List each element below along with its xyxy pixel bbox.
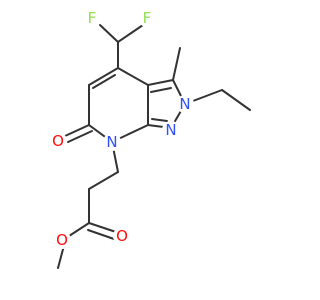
bond-c4-c5-double (92, 74, 116, 89)
bonds (57, 24, 251, 269)
bond-c-o-ester (65, 222, 90, 239)
fluorine-label-right: F (143, 9, 152, 27)
bond-chain-1 (88, 171, 119, 190)
bond-c6-o-1 (64, 124, 90, 137)
bond-ch2-ch3 (221, 89, 251, 111)
bond-c-f-left (99, 24, 119, 43)
oxygen-label-carbonyl: O (116, 227, 128, 245)
molecule-structure: F F O N N N O O (49, 9, 251, 269)
nitrogen-label-n1: N (165, 121, 176, 139)
nitrogen-label-n2: N (179, 95, 190, 113)
bond-c-o-carbonyl-2 (87, 229, 115, 240)
bond-c3a-c3 (147, 79, 174, 86)
atom-labels: F F O N N N O O (49, 9, 194, 249)
oxygen-label-ester: O (56, 231, 68, 249)
bond-c-o-carbonyl-1 (88, 222, 117, 233)
bond-c3-methyl (172, 47, 181, 81)
bond-c3a-c3-double (150, 87, 172, 93)
bond-n1-c7a-double (151, 118, 168, 122)
bond-c4-c5 (88, 67, 119, 86)
fluorine-label-left: F (88, 9, 97, 27)
oxygen-label-ring: O (52, 132, 64, 150)
bond-c-f-right (117, 24, 144, 43)
nitrogen-label-n7: N (106, 133, 117, 151)
bond-c3a-c4 (117, 67, 149, 86)
bond-c6-o-2 (67, 130, 93, 143)
